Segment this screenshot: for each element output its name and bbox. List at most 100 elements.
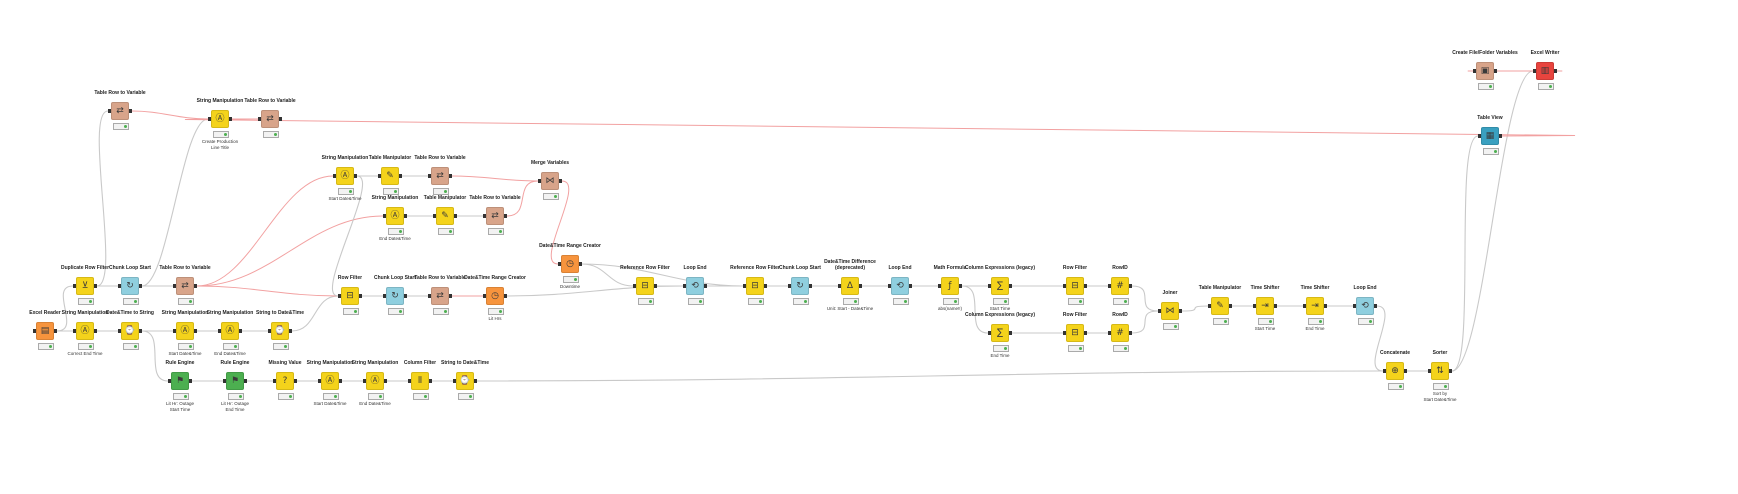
output-port[interactable] xyxy=(239,329,242,333)
input-port[interactable] xyxy=(453,379,456,383)
input-port[interactable] xyxy=(408,379,411,383)
input-port[interactable] xyxy=(333,174,336,178)
output-port[interactable] xyxy=(194,284,197,288)
output-port[interactable] xyxy=(1179,309,1182,313)
input-port[interactable] xyxy=(268,329,271,333)
input-port[interactable] xyxy=(1353,304,1356,308)
connection-n9-n23[interactable] xyxy=(196,215,384,287)
input-port[interactable] xyxy=(1063,284,1066,288)
input-port[interactable] xyxy=(1108,331,1111,335)
input-port[interactable] xyxy=(483,214,486,218)
input-port[interactable] xyxy=(428,294,431,298)
input-port[interactable] xyxy=(1478,134,1481,138)
input-port[interactable] xyxy=(538,179,541,183)
abc-icon[interactable]: Ⓐ xyxy=(218,322,242,340)
output-port[interactable] xyxy=(1449,369,1452,373)
input-port[interactable] xyxy=(118,284,121,288)
connection-n22-n26[interactable] xyxy=(451,175,539,182)
output-port[interactable] xyxy=(359,294,362,298)
output-port[interactable] xyxy=(474,379,477,383)
output-port[interactable] xyxy=(859,284,862,288)
output-port[interactable] xyxy=(404,294,407,298)
input-port[interactable] xyxy=(633,284,636,288)
rowid-icon[interactable]: # xyxy=(1108,277,1132,295)
output-port[interactable] xyxy=(559,179,562,183)
input-port[interactable] xyxy=(273,379,276,383)
merge-icon[interactable]: ⋈ xyxy=(538,172,562,190)
table-in-icon[interactable]: ▤ xyxy=(33,322,57,340)
output-port[interactable] xyxy=(244,379,247,383)
output-port[interactable] xyxy=(909,284,912,288)
connection-n9-n20[interactable] xyxy=(196,175,334,287)
loop-start-icon[interactable]: ↻ xyxy=(788,277,812,295)
input-port[interactable] xyxy=(988,284,991,288)
variable-icon[interactable]: ⇄ xyxy=(173,277,197,295)
missing-icon[interactable]: ? xyxy=(273,372,297,390)
connection-n20-n27[interactable] xyxy=(331,175,364,297)
row-filter-icon[interactable]: ⊟ xyxy=(743,277,767,295)
clock-icon[interactable]: ◷ xyxy=(558,255,582,273)
output-port[interactable] xyxy=(139,329,142,333)
datetime-icon[interactable]: ⌚ xyxy=(453,372,477,390)
clock-icon[interactable]: ◷ xyxy=(483,287,507,305)
abc-icon[interactable]: Ⓐ xyxy=(173,322,197,340)
output-port[interactable] xyxy=(289,329,292,333)
connection-n31-n34[interactable] xyxy=(581,263,744,287)
input-port[interactable] xyxy=(378,174,381,178)
input-port[interactable] xyxy=(73,329,76,333)
output-port[interactable] xyxy=(654,284,657,288)
variable-icon[interactable]: ⇄ xyxy=(258,110,282,128)
output-port[interactable] xyxy=(504,214,507,218)
output-port[interactable] xyxy=(1374,304,1377,308)
output-port[interactable] xyxy=(449,294,452,298)
input-port[interactable] xyxy=(483,294,486,298)
output-port[interactable] xyxy=(429,379,432,383)
variable-icon[interactable]: ⇄ xyxy=(428,287,452,305)
abc-icon[interactable]: Ⓐ xyxy=(333,167,357,185)
output-port[interactable] xyxy=(809,284,812,288)
time-shift-icon[interactable]: ⇥ xyxy=(1253,297,1277,315)
input-port[interactable] xyxy=(1428,369,1431,373)
table-out-icon[interactable]: ▥ xyxy=(1533,62,1557,80)
rule-icon[interactable]: ⚑ xyxy=(168,372,192,390)
output-port[interactable] xyxy=(449,174,452,178)
output-port[interactable] xyxy=(579,262,582,266)
output-port[interactable] xyxy=(704,284,707,288)
input-port[interactable] xyxy=(1063,331,1066,335)
connection-n49-n50[interactable] xyxy=(1374,305,1386,372)
connection-n43-n45[interactable] xyxy=(1131,285,1159,312)
connection-n45-n46[interactable] xyxy=(1181,305,1209,312)
concatenate-icon[interactable]: ⊕ xyxy=(1383,362,1407,380)
output-port[interactable] xyxy=(54,329,57,333)
connection-n44-n45[interactable] xyxy=(1131,310,1159,334)
filter-icon[interactable]: ⊻ xyxy=(73,277,97,295)
input-port[interactable] xyxy=(1108,284,1111,288)
connection-n9-n27[interactable] xyxy=(196,285,339,297)
output-port[interactable] xyxy=(959,284,962,288)
variable-icon[interactable]: ⇄ xyxy=(108,102,132,120)
column-filter-icon[interactable]: ⫴ xyxy=(408,372,432,390)
output-port[interactable] xyxy=(384,379,387,383)
output-port[interactable] xyxy=(189,379,192,383)
table-edit-icon[interactable]: ✎ xyxy=(378,167,402,185)
folder-variable-icon[interactable]: ▣ xyxy=(1473,62,1497,80)
input-port[interactable] xyxy=(1383,369,1386,373)
loop-start-icon[interactable]: ↻ xyxy=(118,277,142,295)
input-port[interactable] xyxy=(118,329,121,333)
output-port[interactable] xyxy=(1009,284,1012,288)
output-port[interactable] xyxy=(504,294,507,298)
connection-n26-n31[interactable] xyxy=(550,180,570,265)
output-port[interactable] xyxy=(1009,331,1012,335)
connection-n19-n50[interactable] xyxy=(476,370,1384,382)
datetime-icon[interactable]: ⌚ xyxy=(268,322,292,340)
output-port[interactable] xyxy=(404,214,407,218)
input-port[interactable] xyxy=(1208,304,1211,308)
output-port[interactable] xyxy=(279,117,282,121)
input-port[interactable] xyxy=(1303,304,1306,308)
output-port[interactable] xyxy=(764,284,767,288)
input-port[interactable] xyxy=(258,117,261,121)
input-port[interactable] xyxy=(108,109,111,113)
input-port[interactable] xyxy=(223,379,226,383)
output-port[interactable] xyxy=(1084,331,1087,335)
input-port[interactable] xyxy=(1158,309,1161,313)
